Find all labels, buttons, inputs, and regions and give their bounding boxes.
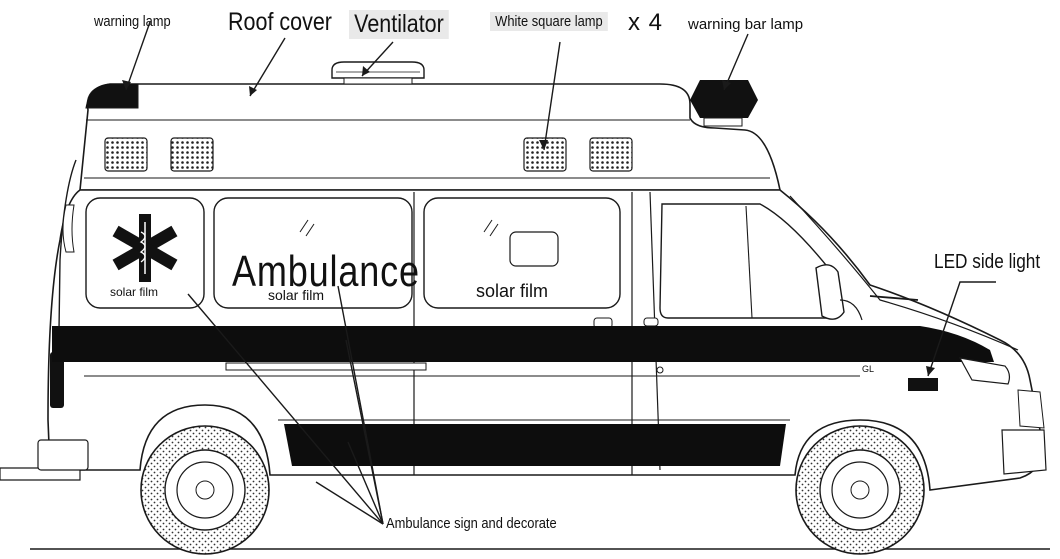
label-white-square-lamp-qty: x 4	[628, 9, 664, 36]
rear-wheel	[140, 425, 270, 555]
front-wheel	[795, 425, 925, 555]
cab-window-divider	[745, 205, 753, 319]
ambulance-sign-stripe	[52, 326, 994, 362]
fuel-cap	[656, 366, 664, 374]
leader-warning-bar-lamp	[723, 33, 749, 91]
leader-warning-lamp	[125, 21, 151, 91]
warning-bar-lamp	[690, 80, 758, 127]
lower-decoration-stripe	[284, 424, 786, 466]
front-bumper	[1001, 429, 1047, 475]
wiper	[869, 295, 919, 301]
leader-roof-cover	[249, 37, 286, 97]
mirror-arm	[839, 299, 863, 321]
side-window-2	[213, 197, 413, 309]
callout-leaders	[125, 21, 996, 525]
window-2-film-label: solar film	[268, 287, 325, 303]
leader-led-side-light	[927, 281, 996, 377]
led-side-light	[908, 378, 938, 391]
cab-door-handle	[643, 317, 659, 327]
ambulance-word: Ambulance	[232, 247, 420, 296]
side-mirror	[815, 264, 845, 320]
label-ambulance-sign: Ambulance sign and decorate	[386, 515, 557, 532]
hood-line	[789, 195, 1019, 351]
leader-white-square-lamp	[543, 41, 561, 151]
label-ventilator: Ventilator	[349, 10, 449, 39]
label-white-square-lamp: White square lamp	[490, 12, 608, 31]
window-1-film-label: solar film	[110, 285, 159, 299]
leader-sign-3	[345, 339, 384, 525]
rear-light	[50, 352, 64, 408]
leader-sign-1	[187, 293, 384, 525]
white-square-lamp-4	[589, 137, 633, 172]
label-warning-lamp: warning lamp	[94, 13, 171, 30]
label-led-side-light: LED side light	[934, 251, 1041, 273]
rear-edge	[57, 159, 77, 401]
roof-cover	[79, 83, 781, 191]
grille	[1017, 389, 1045, 429]
white-square-lamp-2	[170, 137, 214, 172]
sliding-rail	[225, 362, 427, 371]
leader-arrowheads	[122, 66, 935, 376]
window-3-film-label: solar film	[476, 281, 549, 301]
leader-sign-5	[315, 481, 384, 525]
warning-lamp-housing	[86, 84, 139, 109]
label-warning-bar-lamp: warning bar lamp	[688, 16, 804, 33]
rear-handle	[62, 204, 75, 253]
rear-bumper	[37, 439, 89, 471]
ventilator	[331, 61, 425, 85]
window-3-inner-panel	[509, 231, 559, 267]
warning-lamp	[85, 83, 139, 109]
headlight	[958, 357, 1011, 385]
model-badge: GL	[862, 364, 875, 374]
white-square-lamp-3	[523, 137, 567, 172]
leader-sign-4	[347, 441, 384, 525]
star-of-life-emblem	[112, 214, 178, 282]
white-square-lamp-1	[104, 137, 148, 172]
label-roof-cover: Roof cover	[228, 8, 332, 36]
